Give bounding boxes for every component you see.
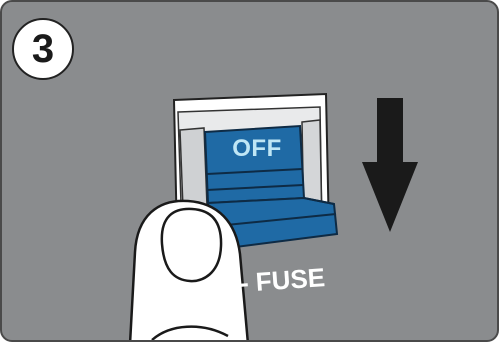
step-number: 3 [32,29,54,69]
step-number-badge: 3 [12,18,74,80]
arrow-down-icon [362,98,418,232]
fuse-panel-label: - FUSE [239,262,326,299]
switch-state-label: OFF [227,135,287,163]
